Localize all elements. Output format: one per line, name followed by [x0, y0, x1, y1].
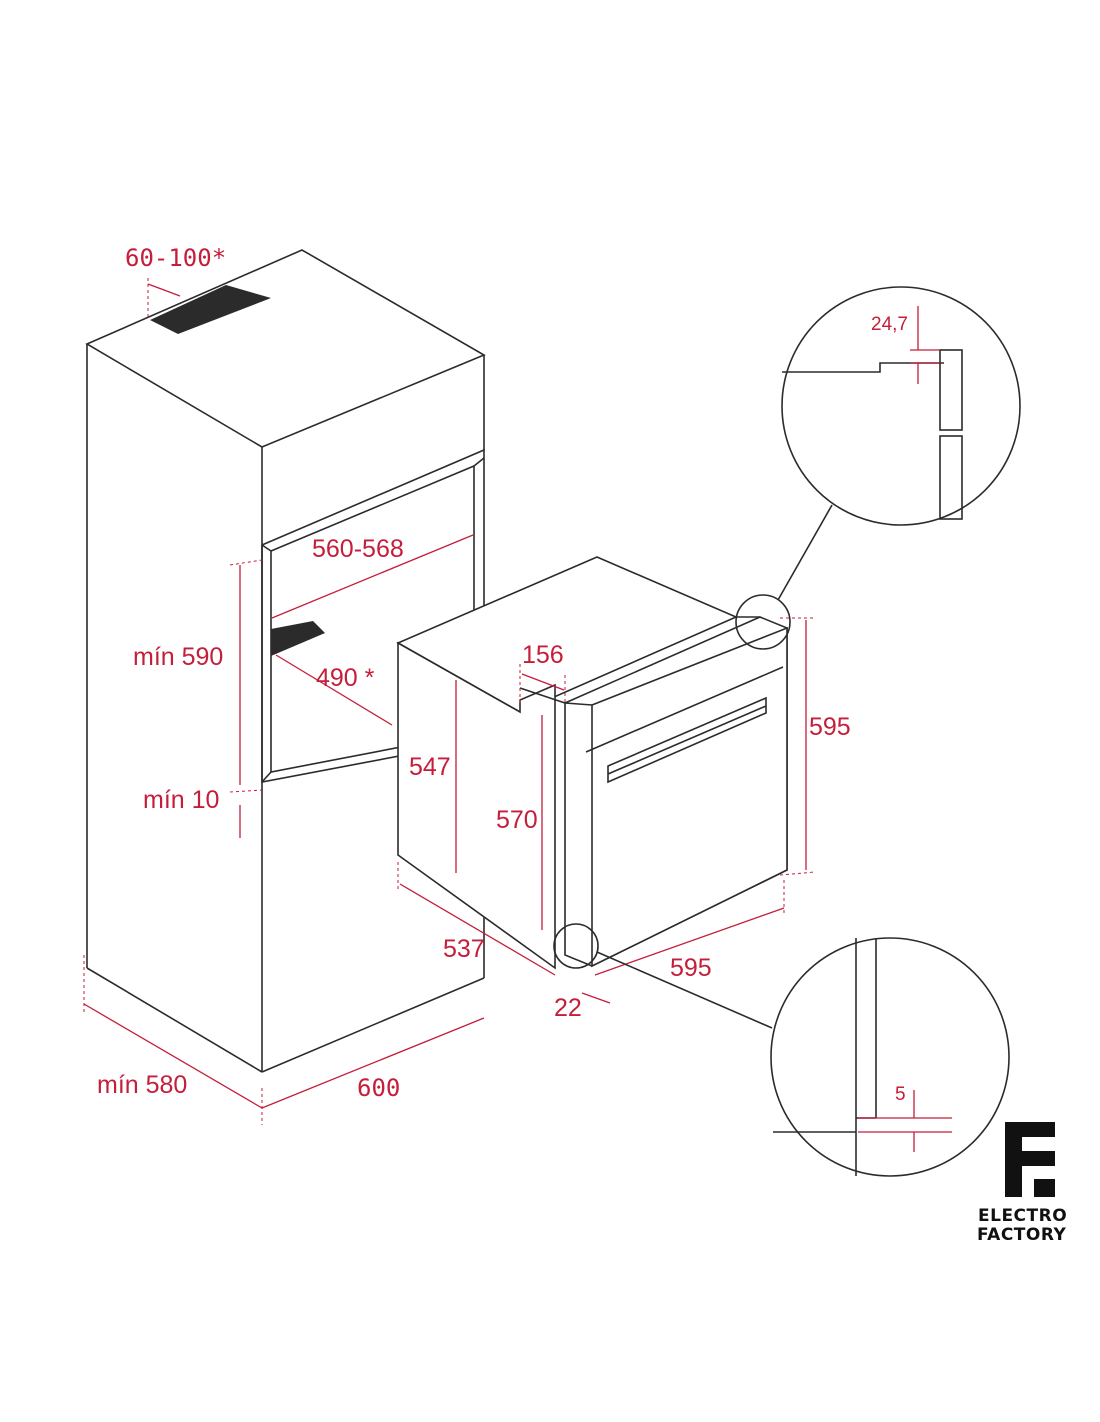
label-niche-height-min: mín 590: [133, 643, 223, 671]
logo-mark-icon: [1005, 1122, 1055, 1197]
label-oven-body-height: 547: [409, 753, 451, 781]
label-niche-width: 560-568: [312, 535, 404, 563]
label-base-gap-min: mín 10: [143, 786, 219, 814]
cabinet: [85, 249, 486, 1073]
label-top-detail: 24,7: [871, 314, 908, 335]
label-ventilation-gap: 60-100*: [125, 244, 226, 272]
label-oven-front-height: 570: [496, 806, 538, 834]
electro-factory-logo: ELECTRO FACTORY: [977, 1122, 1067, 1245]
label-oven-width: 595: [670, 954, 712, 982]
detail-callouts: [553, 286, 1021, 1177]
niche-vent: [271, 621, 325, 656]
logo-line-2: FACTORY: [977, 1225, 1067, 1245]
label-cabinet-width: 600: [357, 1074, 400, 1102]
label-door-thickness: 22: [554, 994, 582, 1022]
oven: [396, 556, 788, 970]
label-cabinet-depth-min: mín 580: [97, 1071, 187, 1099]
label-niche-depth: 490 *: [316, 664, 375, 692]
label-oven-total-height: 595: [809, 713, 851, 741]
top-vent: [150, 285, 271, 334]
label-oven-body-depth: 537: [443, 935, 485, 963]
logo-line-1: ELECTRO: [978, 1206, 1067, 1226]
dimension-lines: [83, 278, 816, 1125]
label-door-offset: 156: [522, 641, 564, 669]
label-bottom-detail: 5: [895, 1084, 906, 1105]
